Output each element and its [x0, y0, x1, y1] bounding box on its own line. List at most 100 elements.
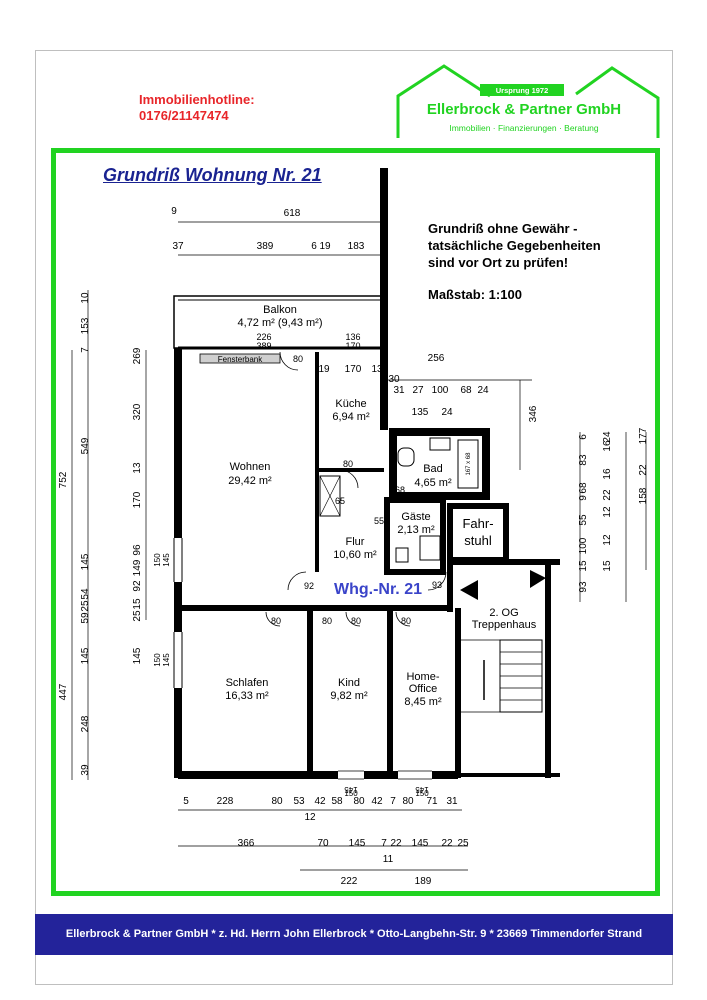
dim-label: 150 — [153, 553, 162, 567]
dim-label: 27 — [412, 385, 424, 396]
dim-label: 24 — [602, 431, 613, 443]
plan-scale: Maßstab: 1:100 — [428, 287, 522, 302]
dim-label: 256 — [428, 353, 445, 364]
dim-label: 54 — [80, 588, 91, 600]
room-gaeste-name: Gäste — [401, 511, 430, 523]
dim-label: 248 — [80, 715, 91, 732]
dim-label: 31 — [446, 796, 458, 807]
room-office-line: Office — [409, 683, 438, 695]
dim-label: 135 — [412, 407, 429, 418]
dim-label: 100 — [578, 537, 589, 554]
apartment-label: Whg.-Nr. 21 — [334, 581, 422, 598]
dim-label: 92 — [304, 581, 314, 591]
tub-dims: 167 x 68 — [466, 452, 472, 476]
fensterbank-label: Fensterbank — [218, 355, 263, 364]
dim-label: 7 — [390, 796, 396, 807]
disclaimer-line: Grundriß ohne Gewähr - — [428, 221, 578, 236]
dim-label: 12 — [304, 812, 316, 823]
dim-label: 16 — [602, 468, 613, 480]
dim-label: 65 — [335, 496, 345, 506]
dim-label: 15 — [602, 560, 613, 572]
plan-title: Grundriß Wohnung Nr. 21 — [103, 165, 322, 185]
dim-label: 5 — [183, 796, 189, 807]
dim-label: 145 — [80, 647, 91, 664]
logo-roof-right — [575, 66, 660, 138]
dim-label: 24 — [441, 407, 453, 418]
dim-label: 15 — [578, 560, 589, 572]
dim-label: 145 — [415, 785, 429, 794]
dim-label: 80 — [353, 796, 365, 807]
dim-label: 177 — [638, 427, 649, 444]
disclaimer: Grundriß ohne Gewähr - tatsächliche Gege… — [428, 220, 601, 271]
room-flur-area: 10,60 m² — [333, 549, 377, 561]
dim-label: 346 — [528, 405, 539, 422]
dim-label: 226 — [256, 332, 271, 342]
room-balkon-name: Balkon — [263, 304, 297, 316]
room-schlafen-area: 16,33 m² — [225, 690, 269, 702]
dim-label: 447 — [58, 683, 69, 700]
dim-label: 22 — [602, 489, 613, 501]
dim-label: 170 — [132, 491, 143, 508]
room-office-line: Home- — [406, 671, 439, 683]
dim-label: 9 — [171, 206, 177, 217]
logo-since: Ursprung 1972 — [496, 86, 549, 95]
dim-label: 22 — [638, 464, 649, 476]
dim-label: 80 — [401, 616, 411, 626]
dim-label: 13 — [371, 364, 383, 375]
disclaimer-line: tatsächliche Gegebenheiten — [428, 238, 601, 253]
dim-label: 149 — [132, 559, 143, 576]
room-kind-name: Kind — [338, 677, 360, 689]
dim-label: 80 — [271, 796, 283, 807]
disclaimer-line: sind vor Ort zu prüfen! — [428, 255, 569, 270]
dim-label: 80 — [271, 616, 281, 626]
page-sheet — [35, 50, 673, 985]
dim-label: 80 — [343, 459, 353, 469]
logo-services: Immobilien · Finanzierungen · Beratung — [449, 123, 599, 133]
dim-label: 752 — [58, 471, 69, 488]
dim-label: 145 — [349, 838, 366, 849]
room-gaeste-area: 2,13 m² — [397, 524, 435, 536]
room-wohnen-name: Wohnen — [230, 461, 271, 473]
dim-label: 25 — [457, 838, 469, 849]
footer-address: Ellerbrock & Partner GmbH * z. Hd. Herrn… — [35, 914, 673, 955]
dim-label: 53 — [293, 796, 305, 807]
room-schlafen-name: Schlafen — [226, 677, 269, 689]
dim-label: 158 — [638, 487, 649, 504]
room-bad-area: 4,65 m² — [414, 477, 452, 489]
dim-label: 7 — [80, 347, 91, 353]
dim-label: 145 — [412, 838, 429, 849]
company-logo: Ursprung 1972 Ellerbrock & Partner GmbH … — [396, 64, 660, 138]
dim-label: 24 — [477, 385, 489, 396]
dim-label: 83 — [578, 454, 589, 466]
dim-label: 6 — [578, 434, 589, 440]
dim-label: 183 — [348, 241, 365, 252]
dim-label: 30 — [388, 374, 400, 385]
dim-label: 15 — [132, 598, 143, 610]
logo-company: Ellerbrock & Partner GmbH — [427, 101, 621, 118]
fensterbank — [199, 353, 281, 364]
room-wohnen-area: 29,42 m² — [228, 475, 272, 487]
dim-label: 22 — [441, 838, 453, 849]
shaft — [319, 475, 341, 517]
dim-label: 80 — [402, 796, 414, 807]
dim-label: 12 — [602, 506, 613, 518]
dim-label: 58 — [331, 796, 343, 807]
dim-label: 31 — [393, 385, 405, 396]
dim-label: 189 — [415, 876, 432, 887]
plan-frame — [51, 148, 660, 896]
shower-tray — [419, 535, 441, 561]
room-bad-name: Bad — [423, 463, 443, 475]
dim-label: 136 — [345, 332, 360, 342]
dim-label: 93 — [578, 581, 589, 593]
dim-label: 13 — [132, 462, 143, 474]
dim-label: 71 — [426, 796, 438, 807]
dim-label: 150 — [153, 653, 162, 667]
dim-label: 170 — [345, 341, 360, 351]
dim-label: 93 — [432, 580, 442, 590]
dim-label: 549 — [80, 437, 91, 454]
dim-label: 80 — [351, 616, 361, 626]
dim-label: 228 — [217, 796, 234, 807]
bathtub — [457, 439, 479, 489]
dim-label: 170 — [345, 364, 362, 375]
